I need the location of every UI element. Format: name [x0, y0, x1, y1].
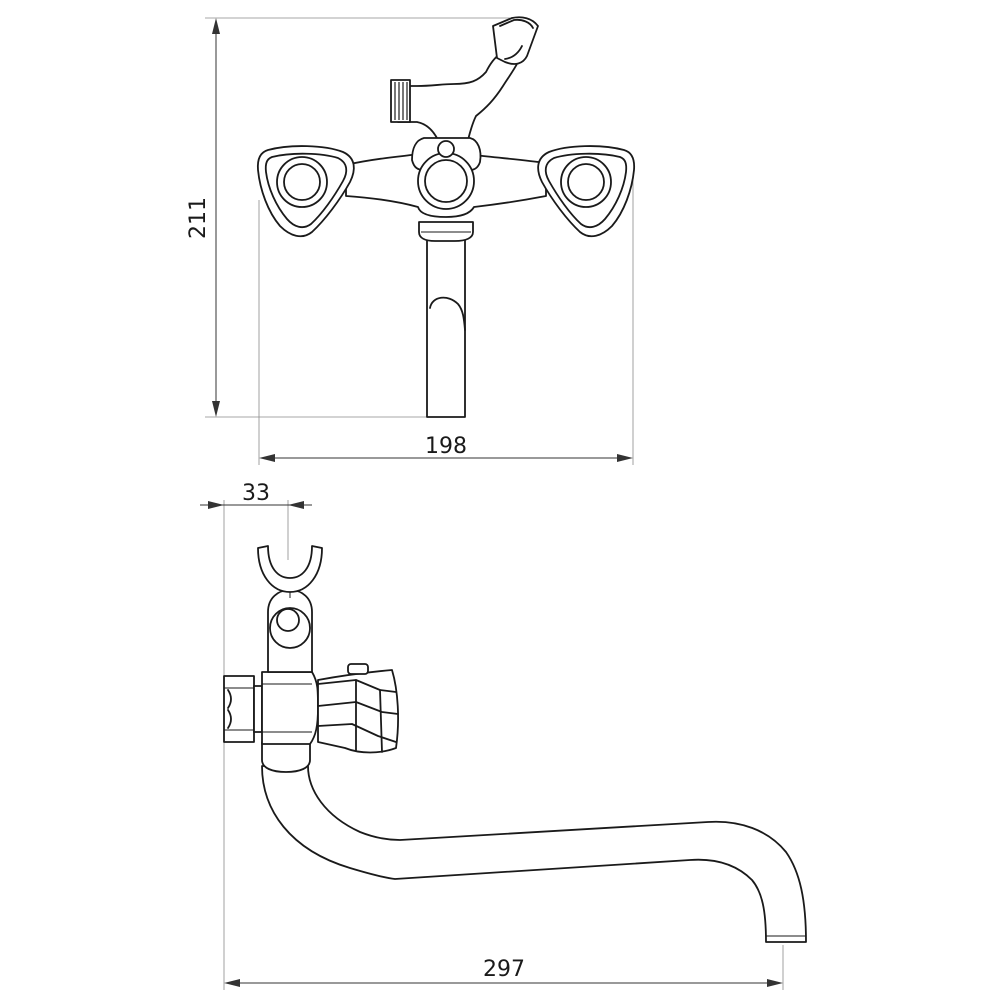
front-spout [418, 221, 474, 418]
side-shower-holder [257, 545, 323, 673]
shower-cradle [492, 16, 539, 65]
right-handle [537, 145, 636, 238]
height-label: 211 [186, 197, 211, 239]
height-dimension: 211 [186, 18, 220, 417]
side-shower-cradle [257, 545, 323, 593]
width-label: 198 [425, 434, 467, 459]
front-diverter-ring [417, 140, 475, 210]
offset-dimension: 33 [200, 481, 312, 509]
reach-label: 297 [483, 957, 525, 982]
front-view: 211 198 [186, 16, 636, 465]
holder-knurled-cap [390, 79, 411, 123]
front-shower-holder [390, 16, 539, 171]
side-view: 33 297 [200, 481, 807, 990]
left-handle [256, 145, 355, 238]
side-body [261, 671, 319, 745]
reach-dimension: 297 [224, 957, 783, 987]
side-handle [317, 663, 399, 754]
offset-label: 33 [242, 481, 270, 506]
side-hex-nut [223, 675, 263, 743]
side-spout [261, 741, 807, 943]
width-dimension: 198 [259, 434, 633, 462]
